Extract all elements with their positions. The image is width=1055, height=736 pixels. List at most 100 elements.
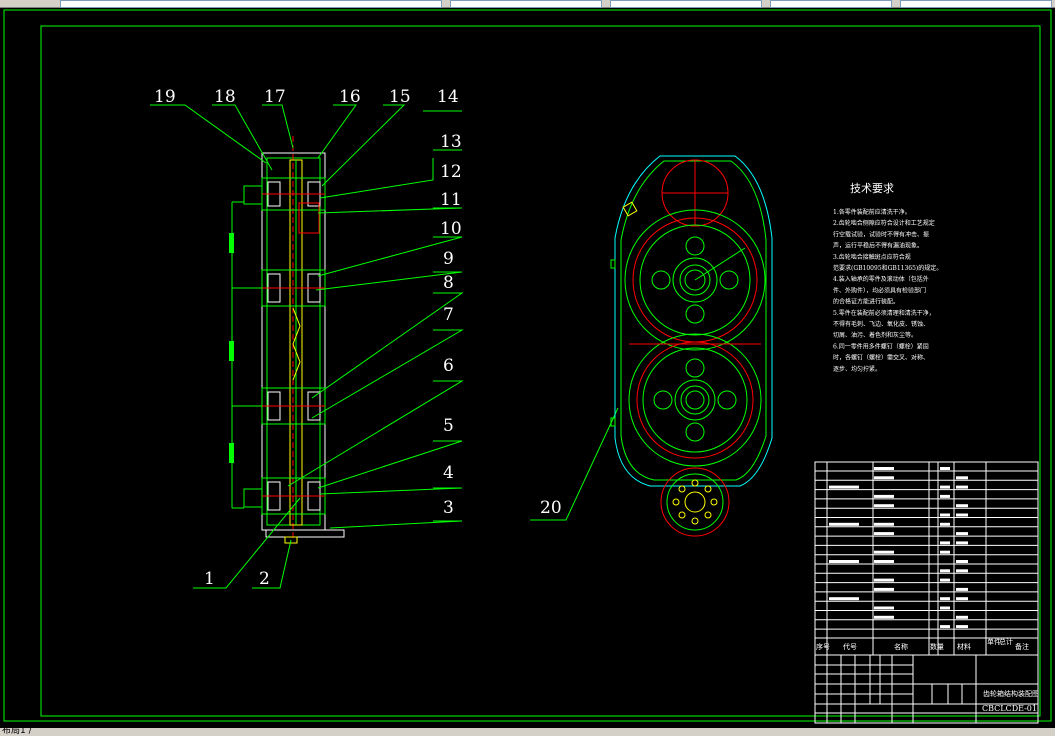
- parts-list-cell: [940, 467, 950, 470]
- header-code: 代号: [843, 642, 857, 651]
- parts-list-code: [829, 485, 859, 489]
- callout-8: 8: [443, 273, 454, 293]
- sheet-border-outer: [3, 9, 1052, 722]
- parts-list-code: [829, 597, 859, 601]
- parts-list-cell: [874, 532, 894, 536]
- section-view: [229, 136, 345, 544]
- title-block-text: 齿轮箱结构装配图 CBCLCDE-01: [982, 689, 1039, 713]
- drawing-name: 齿轮箱结构装配图: [983, 689, 1039, 698]
- tech-line: 4.装入轴承的零件及滚动体（包括外: [833, 275, 929, 283]
- parts-list-cell: [956, 485, 968, 489]
- parts-list-cell: [874, 522, 894, 526]
- parts-list-cell: [874, 587, 894, 591]
- parts-list-cell: [956, 615, 968, 619]
- parts-list-cell: [940, 606, 950, 610]
- color-dropdown[interactable]: [900, 0, 1052, 8]
- parts-list-cell: [956, 513, 968, 517]
- tech-line: 切屑、油污、着色剂和灰尘等。: [833, 331, 917, 339]
- callout-labels: 19 18 17 16 15 14 13 12 11 10 9 8 7 6 5 …: [154, 87, 562, 589]
- parts-list-cell: [940, 494, 950, 498]
- parts-list-cell: [940, 597, 950, 601]
- lineweight-dropdown[interactable]: [610, 0, 762, 8]
- header-remark: 备注: [1015, 642, 1029, 651]
- tech-line: 逐步、均匀拧紧。: [833, 365, 881, 373]
- tech-line: 1.各零件装配前应清洗干净。: [833, 208, 911, 216]
- tech-line: 6.同一零件用多件螺钉（螺栓）紧固: [833, 342, 929, 350]
- tech-title: 技术要求: [850, 182, 894, 195]
- callout-5: 5: [443, 416, 454, 436]
- parts-list-cell: [956, 597, 968, 601]
- parts-list-cell: [874, 578, 894, 582]
- callout-16: 16: [339, 87, 361, 107]
- callout-9: 9: [443, 249, 454, 269]
- tech-line: 3.齿轮啮合接触斑点应符合规: [833, 253, 911, 261]
- parts-list-code: [829, 560, 859, 563]
- callout-4: 4: [443, 463, 454, 483]
- tech-line: 时，各螺钉（螺栓）需交叉、对称、: [833, 354, 929, 362]
- parts-list-cell: [940, 578, 950, 582]
- callout-19: 19: [154, 87, 176, 107]
- parts-list-cell: [940, 485, 950, 489]
- layer-dropdown[interactable]: [60, 0, 442, 8]
- parts-list-cell: [956, 541, 968, 545]
- callout-13: 13: [440, 132, 462, 152]
- callout-1: 1: [204, 569, 215, 589]
- plotstyle-dropdown[interactable]: [770, 0, 892, 8]
- layout-tab[interactable]: 布局1 /: [2, 726, 32, 736]
- parts-list-cell: [940, 522, 950, 526]
- parts-list-cell: [956, 625, 968, 629]
- callout-3: 3: [443, 498, 454, 518]
- parts-list-cell: [940, 541, 950, 545]
- sheet-border-inner: [40, 25, 1041, 717]
- parts-header: 序号 代号 名称 数量 材料 单件 总计 备注: [814, 637, 1039, 656]
- technical-requirements: 技术要求 1.各零件装配前应清洗干净。 2.齿轮啮合侧隙应符合设计和工艺规定行空载…: [833, 182, 942, 373]
- header-total: 总计: [999, 637, 1013, 646]
- tech-line: 行空载试验，试验时不得有冲击、振: [833, 230, 929, 238]
- cad-toolbar: [0, 0, 1055, 8]
- drawing-canvas[interactable]: 19 18 17 16 15 14 13 12 11 10 9 8 7 6 5 …: [0, 8, 1055, 728]
- callout-18: 18: [214, 87, 236, 107]
- callout-20: 20: [540, 498, 562, 518]
- parts-list-cell: [940, 550, 950, 554]
- parts-list-cell: [874, 550, 894, 554]
- parts-list-cell: [874, 606, 894, 610]
- parts-list-cell: [874, 476, 894, 480]
- parts-list-entries: [829, 467, 968, 629]
- tech-line: 声，运行平稳后不得有漏油现象。: [833, 242, 923, 250]
- parts-list-cell: [956, 587, 968, 591]
- status-bar: 布局1 /: [0, 726, 1055, 736]
- callout-12: 12: [440, 162, 462, 182]
- callout-10: 10: [440, 219, 462, 239]
- header-no: 序号: [816, 642, 830, 651]
- callout-14: 14: [437, 87, 459, 107]
- parts-list-cell: [956, 569, 968, 573]
- parts-list-cell: [956, 504, 968, 508]
- parts-list-cell: [956, 476, 968, 480]
- parts-list-cell: [874, 504, 894, 508]
- callout-leaders: [150, 104, 619, 589]
- tech-line: 2.齿轮啮合侧隙应符合设计和工艺规定: [833, 219, 935, 227]
- callout-6: 6: [443, 356, 454, 376]
- callout-2: 2: [259, 569, 270, 589]
- title-block: [814, 654, 1039, 724]
- callout-17: 17: [264, 87, 286, 107]
- tech-line: 件、外购件），均必须具有检验部门: [833, 286, 926, 294]
- callout-7: 7: [443, 305, 454, 325]
- front-view: [610, 155, 773, 537]
- linetype-dropdown[interactable]: [450, 0, 602, 8]
- parts-list-cell: [940, 513, 950, 517]
- parts-list-cell: [874, 560, 894, 563]
- tech-line: 范要求(GB10095和GB11365)的规定。: [833, 264, 942, 272]
- header-name: 名称: [894, 642, 908, 651]
- tech-line: 5.零件在装配前必须清理和清洗干净，: [833, 309, 935, 317]
- parts-list-cell: [940, 625, 950, 629]
- parts-list-code: [829, 522, 859, 526]
- parts-list-cell: [940, 569, 950, 573]
- header-unit: 单件: [987, 637, 1001, 646]
- callout-11: 11: [440, 190, 462, 210]
- callout-15: 15: [389, 87, 411, 107]
- parts-list-cell: [956, 532, 968, 536]
- tech-line: 不得有毛刺、飞边、氧化皮、锈蚀、: [833, 320, 929, 328]
- header-material: 材料: [957, 642, 971, 651]
- parts-list-cell: [874, 615, 894, 619]
